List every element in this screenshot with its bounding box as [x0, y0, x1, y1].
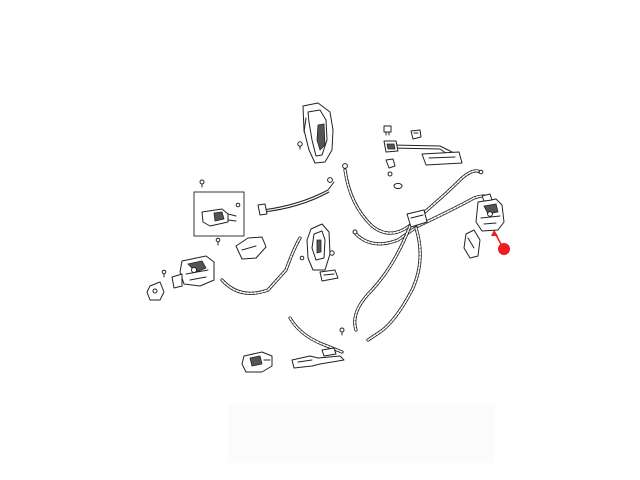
door-latch-left-part [171, 255, 215, 289]
retainer-clip-part [410, 129, 422, 140]
screw-small-part [199, 179, 205, 188]
actuator-rod-assembly-part [383, 140, 463, 166]
latch-gasket-part [146, 281, 165, 301]
inside-door-handle-part [306, 223, 335, 271]
grommet-part [393, 182, 403, 190]
inside-pull-handle-part [235, 236, 267, 260]
rod-clip-part [339, 327, 345, 336]
door-latch-right-part [475, 193, 505, 232]
release-cable-assembly-part [342, 163, 490, 342]
rod-clip-part [385, 158, 396, 177]
actuator-bracket-part [241, 351, 273, 373]
screw-small-part [215, 237, 221, 246]
screw-small-part [297, 141, 303, 150]
screw-small-part [161, 269, 167, 278]
link-rod-part [257, 177, 335, 216]
inset-detail-box [193, 191, 245, 237]
outside-handle-rod-part [291, 347, 345, 369]
faded-watermark [228, 405, 494, 463]
door-handle-bezel-part [302, 102, 334, 164]
bezel-bracket-part [319, 269, 339, 282]
push-clip-part [383, 125, 392, 136]
lower-cable-part [220, 236, 344, 354]
latch-seal-part [463, 229, 481, 259]
callout-marker[interactable] [491, 230, 510, 255]
